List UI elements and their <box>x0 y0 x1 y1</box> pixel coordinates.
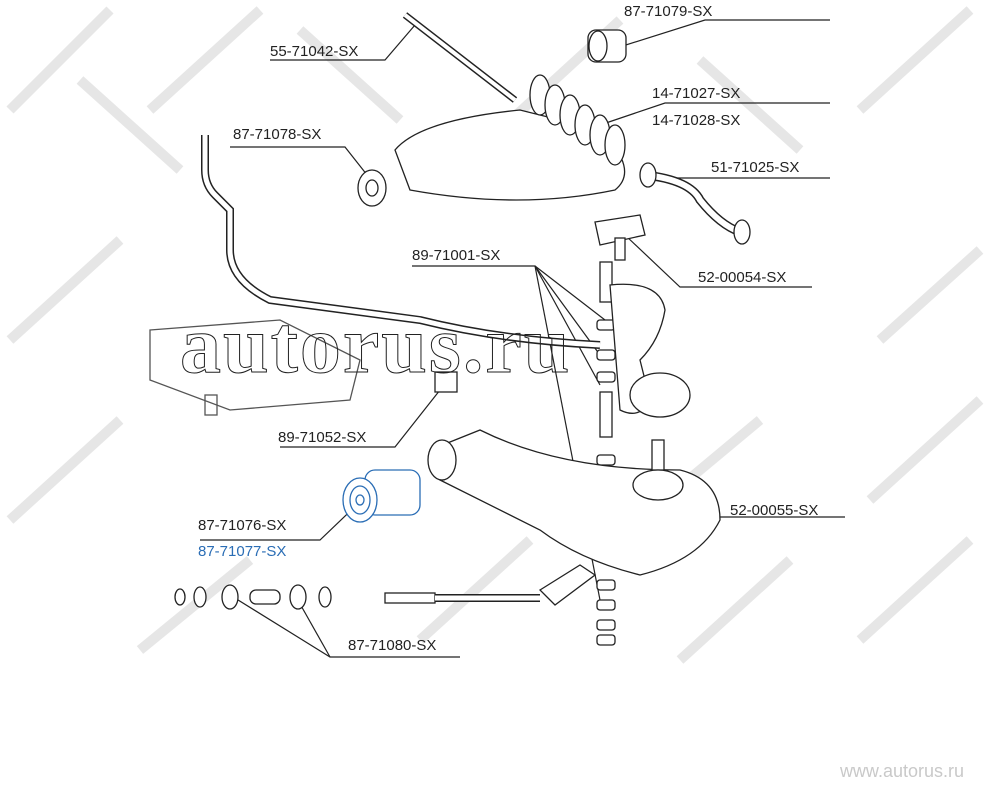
stellox-watermark-pattern <box>6 6 984 664</box>
components <box>149 12 751 646</box>
part-label-51-71025[interactable]: 51-71025-SX <box>711 159 800 176</box>
lower-arm <box>429 429 721 576</box>
part-label-14-71028[interactable]: 14-71028-SX <box>652 112 741 129</box>
part-label-55-71042[interactable]: 55-71042-SX <box>270 43 359 60</box>
part-label-87-71080[interactable]: 87-71080-SX <box>348 637 437 654</box>
part-label-14-71027[interactable]: 14-71027-SX <box>652 85 741 102</box>
steering-boot-shape <box>529 74 626 166</box>
part-label-87-71078[interactable]: 87-71078-SX <box>233 126 322 143</box>
part-label-89-71001[interactable]: 89-71001-SX <box>412 247 501 264</box>
part-label-52-00054[interactable]: 52-00054-SX <box>698 269 787 286</box>
lower-arm-bushing-highlight <box>342 469 421 523</box>
part-label-87-71077[interactable]: 87-71077-SX <box>198 543 287 560</box>
part-label-87-71079[interactable]: 87-71079-SX <box>624 3 713 20</box>
part-label-52-00055[interactable]: 52-00055-SX <box>730 502 819 519</box>
part-label-89-71052[interactable]: 89-71052-SX <box>278 429 367 446</box>
part-label-87-71076[interactable]: 87-71076-SX <box>198 517 287 534</box>
footer-url-watermark: www.autorus.ru <box>839 761 964 781</box>
autorus-overlay-watermark: autorus.ru <box>179 299 572 391</box>
